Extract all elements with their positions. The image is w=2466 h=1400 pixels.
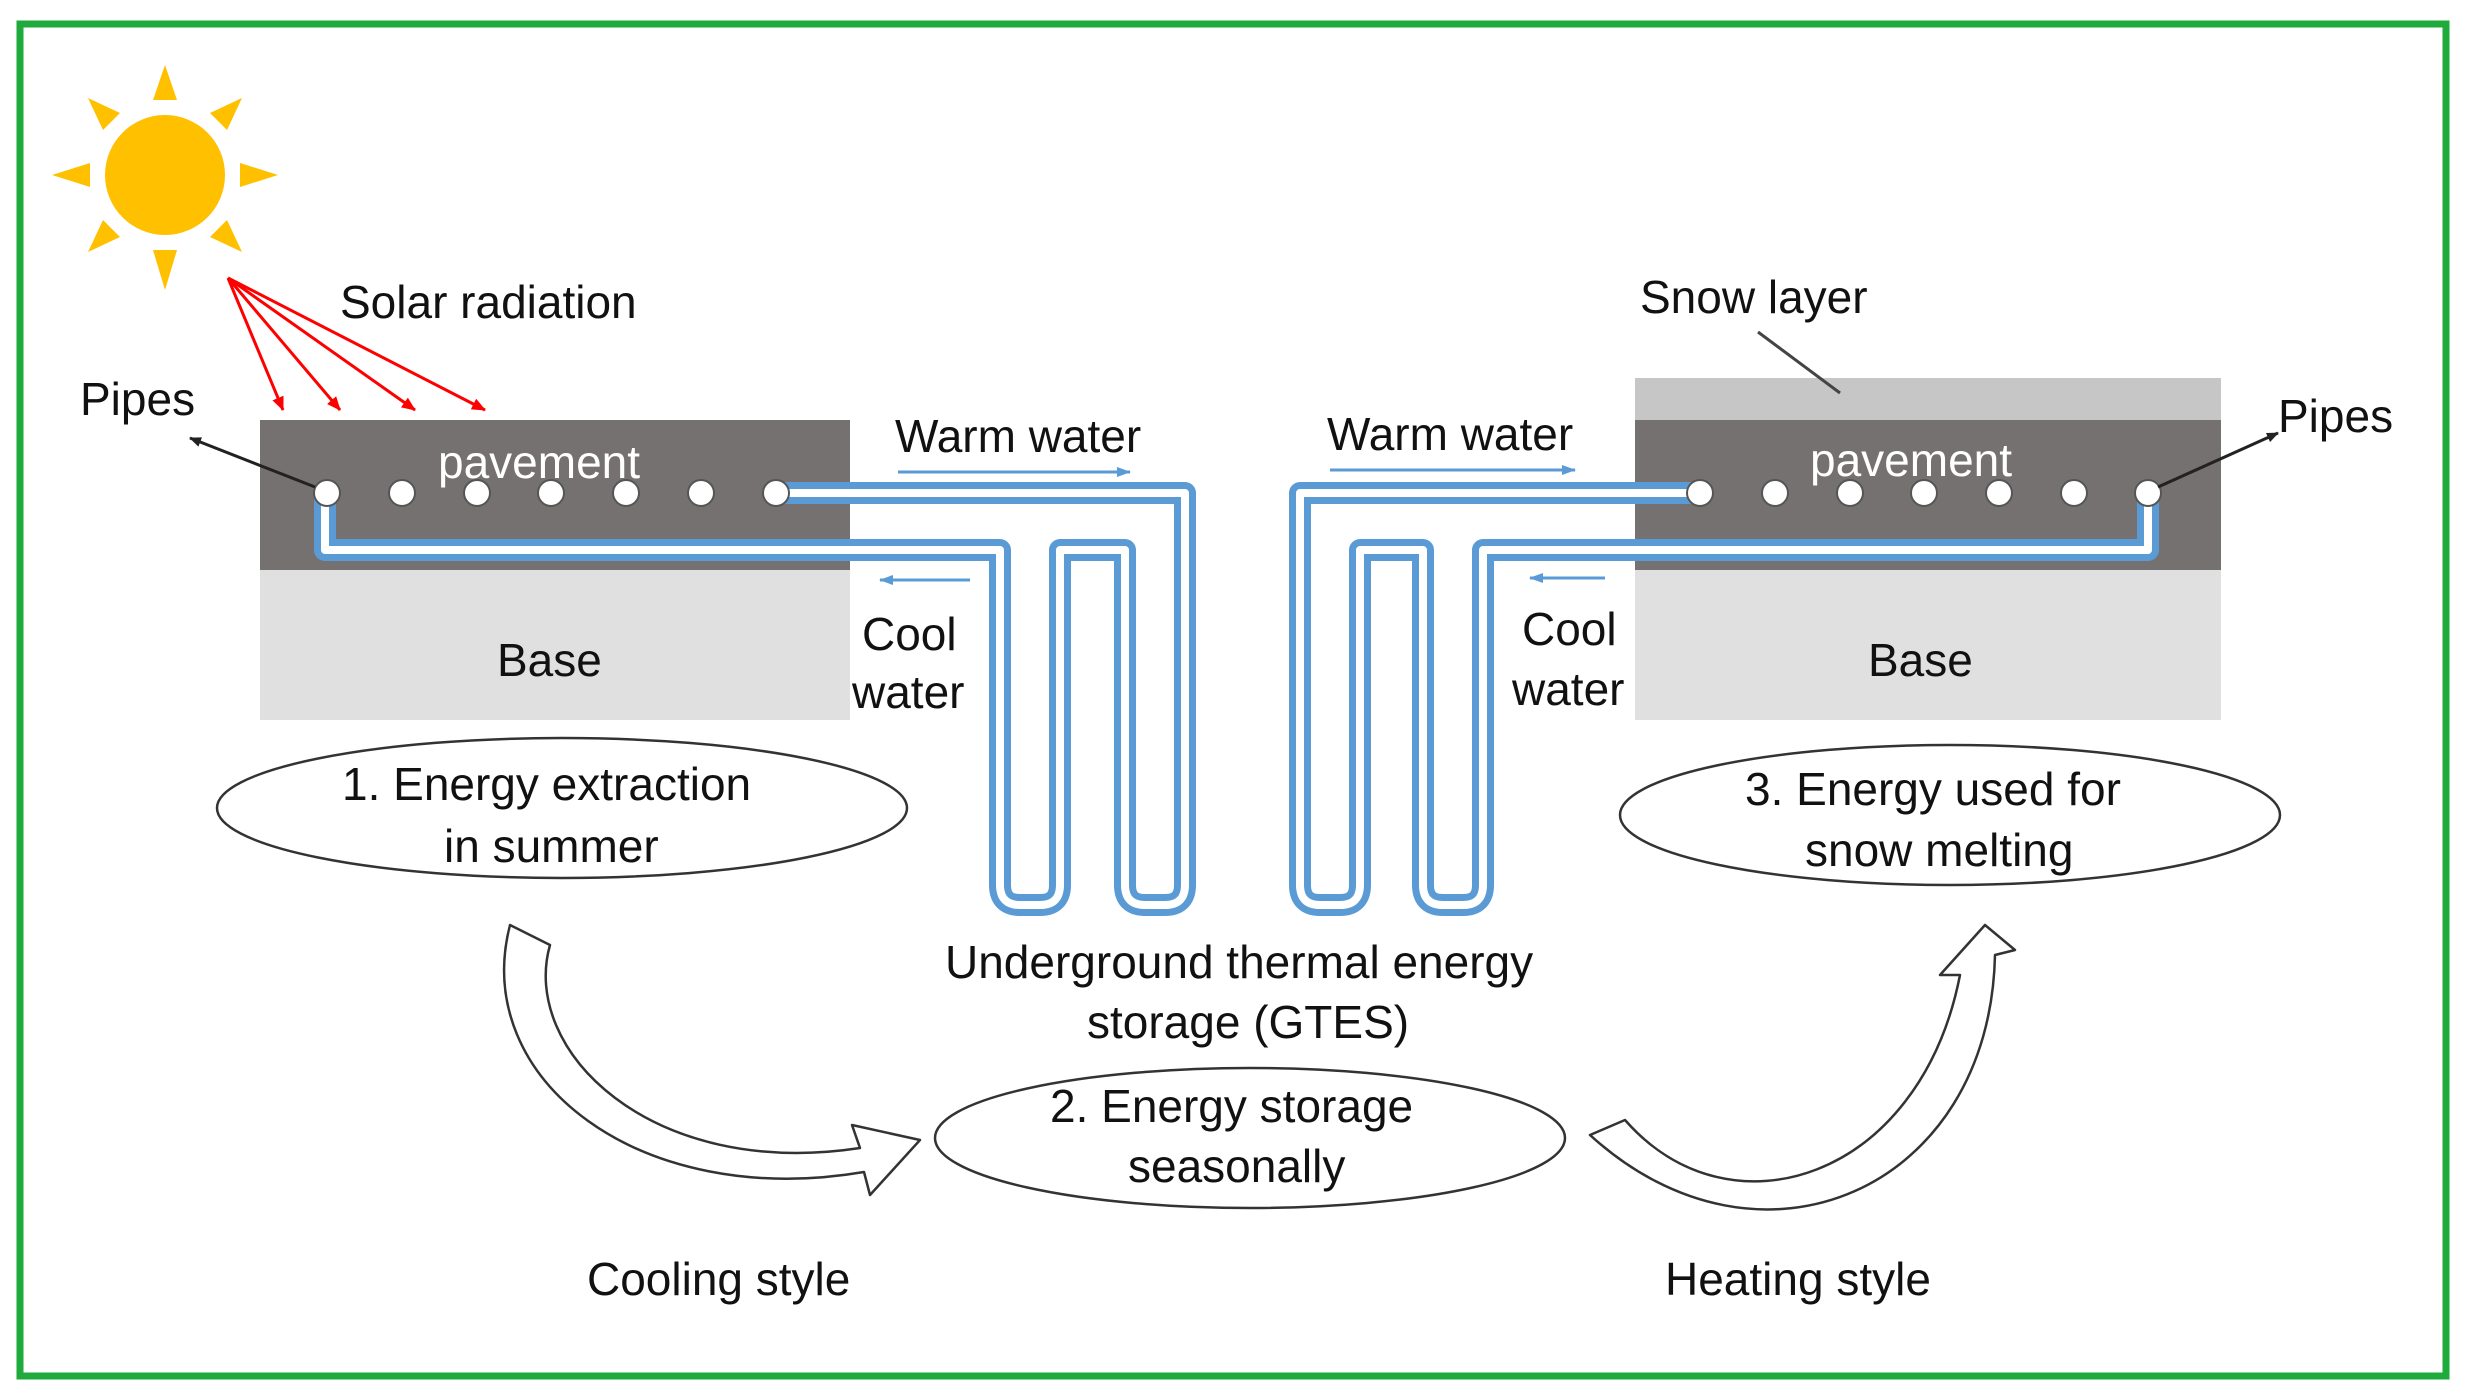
left-pipe-circles	[313, 479, 790, 507]
right-cool-water-label-2: water	[1511, 663, 1624, 715]
stage-1-ellipse	[215, 736, 909, 880]
right-pipes-label: Pipes	[2278, 390, 2393, 442]
heating-curved-arrow-icon	[1588, 923, 2017, 1211]
left-cool-water-label-2: water	[851, 666, 964, 718]
stage-3-ellipse	[1618, 743, 2282, 887]
solar-radiation-arrows	[226, 276, 486, 412]
solar-radiation-label: Solar radiation	[340, 276, 637, 328]
snow-layer-pointer	[1757, 330, 1841, 395]
left-pipes-arrow	[189, 436, 316, 489]
storage-label-line2: storage (GTES)	[1087, 996, 1409, 1048]
sun-icon	[52, 65, 278, 290]
left-pipes-label: Pipes	[80, 373, 195, 425]
pipe-network	[314, 482, 2159, 916]
stage-1-line1: 1. Energy extraction	[342, 758, 751, 810]
cooling-style-label: Cooling style	[587, 1253, 850, 1305]
stage-2-line1: 2. Energy storage	[1050, 1080, 1413, 1132]
right-snow-layer	[1635, 378, 2221, 420]
left-pavement-label: pavement	[438, 436, 640, 488]
right-base	[1635, 570, 2221, 720]
stage-1-line2: in summer	[444, 820, 659, 872]
cooling-curved-arrow-icon	[503, 923, 922, 1197]
stage-2-line2: seasonally	[1128, 1140, 1345, 1192]
snow-layer-label: Snow layer	[1640, 271, 1868, 323]
left-base-label: Base	[497, 634, 602, 686]
right-pavement-label: pavement	[1810, 434, 2012, 486]
stage-3-line1: 3. Energy used for	[1745, 763, 2121, 815]
left-cool-water-label-1: Cool	[862, 608, 957, 660]
outer-frame	[16, 20, 2450, 1380]
heating-style-label: Heating style	[1665, 1253, 1931, 1305]
stage-2-ellipse	[933, 1066, 1567, 1210]
right-base-label: Base	[1868, 634, 1973, 686]
right-cool-water-label-1: Cool	[1522, 603, 1617, 655]
right-pipe-circles	[1686, 479, 2162, 507]
left-warm-water-label: Warm water	[895, 410, 1141, 462]
left-base	[260, 570, 850, 720]
right-pipes-arrow	[2157, 431, 2279, 489]
storage-label-line1: Underground thermal energy	[945, 936, 1533, 988]
right-warm-water-label: Warm water	[1327, 408, 1573, 460]
stage-3-line2: snow melting	[1805, 824, 2073, 876]
